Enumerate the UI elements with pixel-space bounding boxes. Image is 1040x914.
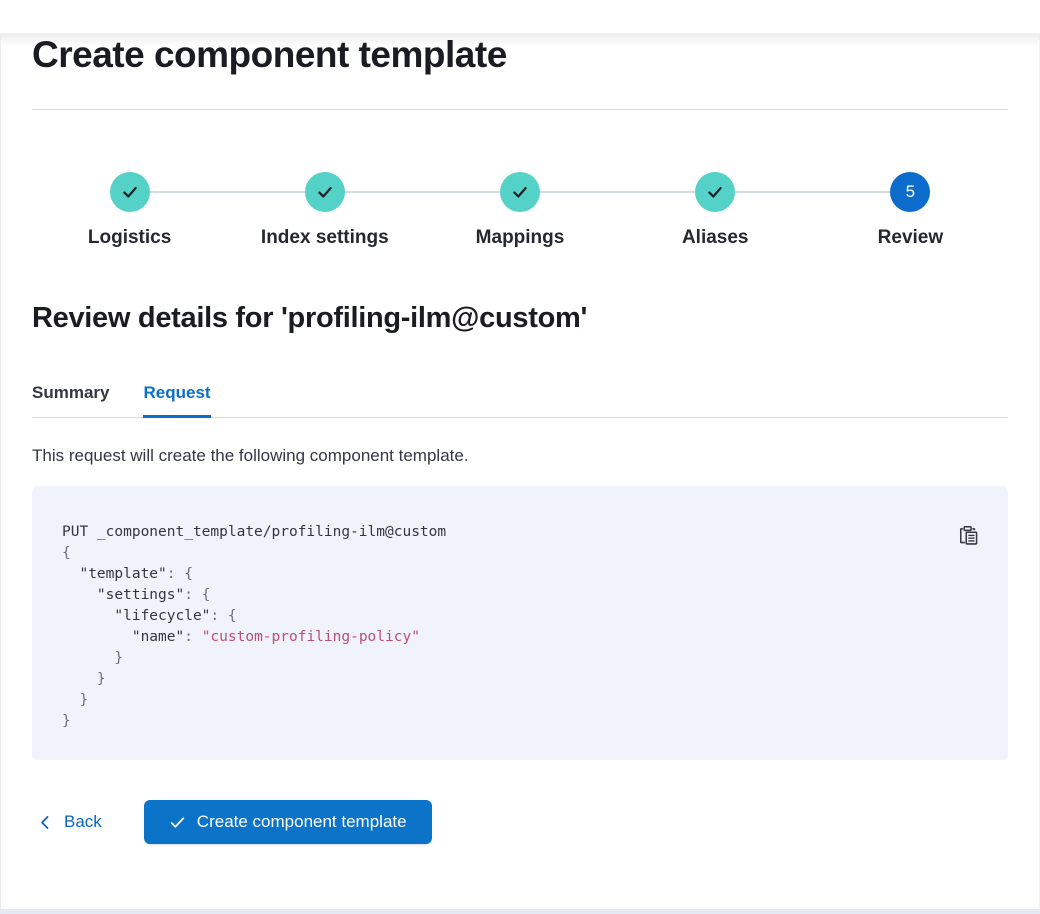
- back-button-label: Back: [64, 812, 102, 831]
- check-icon: [122, 186, 137, 198]
- code-line: }: [62, 692, 89, 708]
- step-label: Index settings: [260, 227, 389, 248]
- stepper-step-index-settings[interactable]: Index settings: [227, 172, 422, 249]
- copy-clipboard-icon: [959, 525, 978, 545]
- code-line: }: [62, 650, 124, 666]
- request-code-block: PUT _component_template/profiling-ilm@cu…: [32, 486, 1008, 760]
- check-icon: [513, 186, 527, 198]
- step-complete-badge: [695, 172, 736, 212]
- code-line: "lifecycle": {: [62, 608, 237, 624]
- stepper-step-aliases[interactable]: Aliases: [618, 172, 813, 249]
- review-tabs: Summary Request: [32, 383, 1008, 418]
- stepper-step-mappings[interactable]: Mappings: [422, 172, 617, 249]
- check-icon: [318, 186, 332, 198]
- code-line: }: [62, 713, 71, 729]
- code-line: PUT _component_template/profiling-ilm@cu…: [62, 524, 447, 540]
- copy-icon[interactable]: [956, 522, 982, 548]
- code-content: PUT _component_template/profiling-ilm@cu…: [62, 522, 978, 732]
- title-divider: [32, 109, 1008, 110]
- wizard-footer: Back Create component template: [32, 800, 1008, 844]
- page-title: Create component template: [32, 34, 507, 75]
- code-line: }: [62, 671, 106, 687]
- step-complete-badge: [109, 172, 150, 212]
- next-panel-edge: [0, 909, 1040, 914]
- create-component-template-page: Create component template Logistics Index…: [0, 33, 1040, 914]
- tab-request[interactable]: Request: [143, 383, 211, 418]
- code-line: "template": {: [62, 566, 193, 582]
- code-line: "name": "custom-profiling-policy": [62, 629, 420, 645]
- check-icon: [708, 186, 722, 198]
- step-label: Aliases: [681, 227, 749, 248]
- review-heading: Review details for 'profiling-ilm@custom…: [32, 302, 588, 334]
- request-description: This request will create the following c…: [32, 446, 469, 465]
- step-complete-badge: [304, 172, 345, 212]
- code-line: {: [62, 545, 71, 561]
- create-component-template-button[interactable]: Create component template: [143, 800, 432, 844]
- step-label: Mappings: [475, 227, 565, 248]
- step-label: Logistics: [87, 227, 172, 248]
- stepper-step-logistics[interactable]: Logistics: [32, 172, 227, 249]
- step-label: Review: [877, 227, 944, 248]
- chevron-left-icon: [41, 815, 49, 829]
- tab-summary[interactable]: Summary: [32, 383, 110, 402]
- step-number-badge: 5: [890, 172, 931, 212]
- create-button-label: Create component template: [196, 812, 407, 831]
- wizard-content: Create component template Logistics Index…: [0, 33, 1040, 844]
- step-complete-badge: [500, 172, 540, 212]
- check-icon: [170, 816, 184, 828]
- back-button[interactable]: Back: [32, 804, 108, 840]
- code-line: "settings": {: [62, 587, 211, 603]
